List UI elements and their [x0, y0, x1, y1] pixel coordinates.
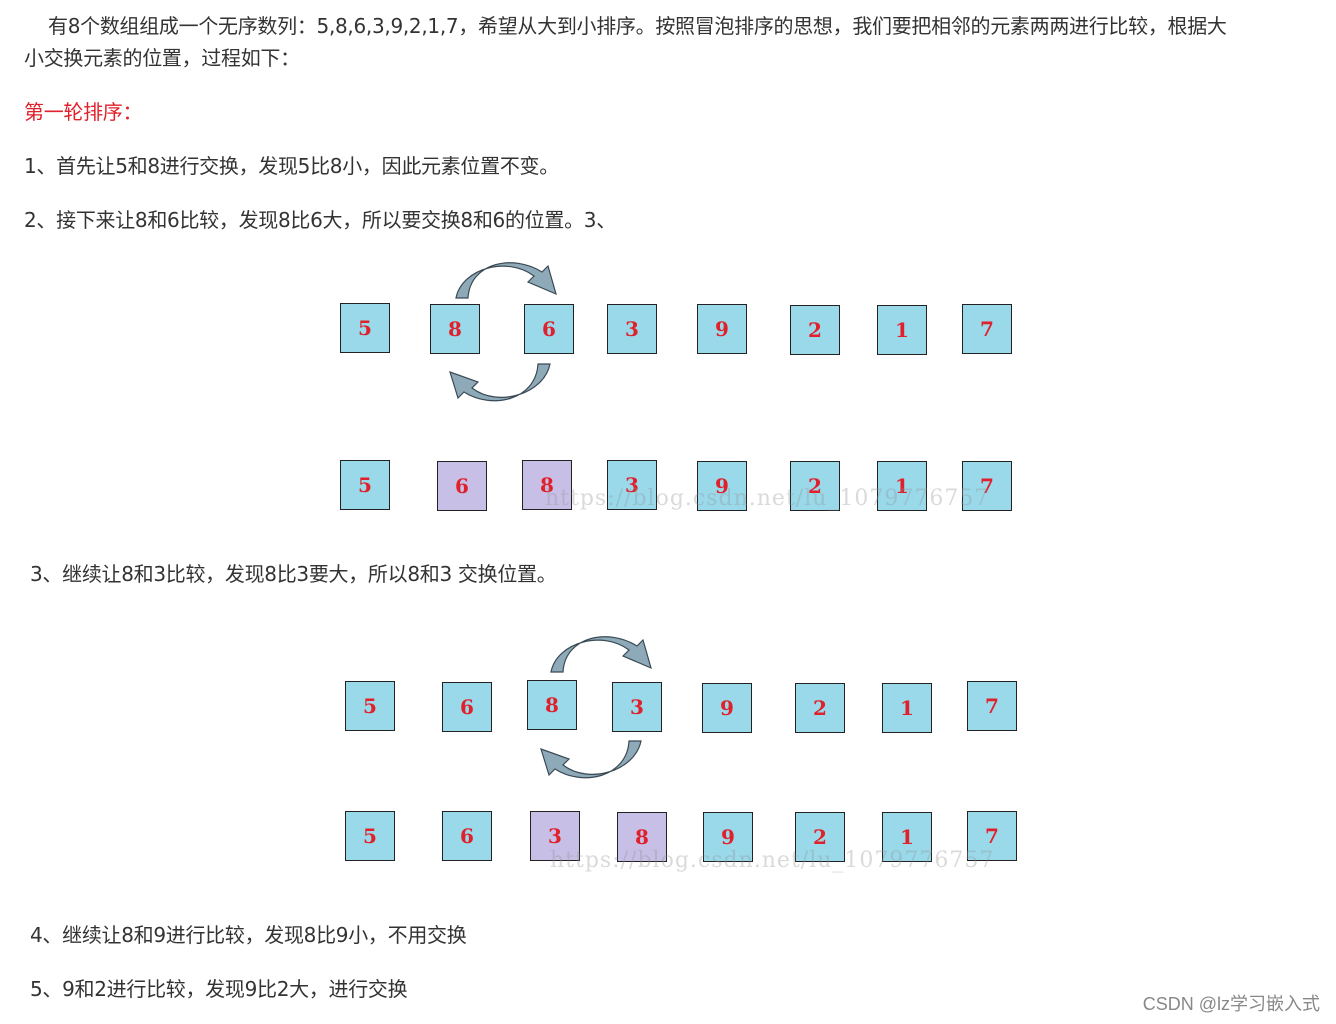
number-box: 3 [612, 682, 662, 732]
number-box: 1 [882, 812, 932, 862]
number-box: 9 [697, 461, 747, 511]
number-box: 2 [795, 683, 845, 733]
swap-arrow-bottom-icon [449, 363, 551, 402]
swap-arrow-bottom-icon [540, 740, 642, 779]
step-2: 2、接下来让8和6比较，发现8比6大，所以要交换8和6的位置。3、 [24, 208, 616, 232]
number-box: 1 [877, 305, 927, 355]
number-box: 2 [790, 305, 840, 355]
number-box: 2 [790, 461, 840, 511]
intro-line-2: 小交换元素的位置，过程如下： [24, 46, 300, 70]
number-box: 5 [340, 460, 390, 510]
number-box: 9 [702, 683, 752, 733]
number-box: 3 [607, 304, 657, 354]
number-box: 7 [967, 681, 1017, 731]
number-box: 1 [882, 683, 932, 733]
swapped-number-box: 8 [617, 812, 667, 862]
swapped-number-box: 3 [530, 811, 580, 861]
number-box: 2 [795, 812, 845, 862]
number-box: 6 [442, 682, 492, 732]
swapped-number-box: 6 [437, 461, 487, 511]
step-5: 5、9和2进行比较，发现9比2大，进行交换 [30, 977, 408, 1001]
number-box: 5 [345, 811, 395, 861]
figure-2: 5 6 8 3 9 2 1 7 5 6 3 8 9 2 1 7 https://… [345, 636, 1017, 873]
number-box: 1 [877, 461, 927, 511]
number-box: 5 [345, 681, 395, 731]
number-box: 7 [967, 811, 1017, 861]
number-box: 8 [527, 680, 577, 730]
step-1: 1、首先让5和8进行交换，发现5比8小，因此元素位置不变。 [24, 154, 559, 178]
section-heading: 第一轮排序： [24, 100, 143, 124]
swap-arrow-top-icon [550, 636, 652, 673]
number-box: 9 [697, 304, 747, 354]
number-box: 8 [430, 304, 480, 354]
step-4: 4、继续让8和9进行比较，发现8比9小，不用交换 [30, 923, 467, 947]
intro-line-1: 有8个数组组成一个无序数列：5,8,6,3,9,2,1,7，希望从大到小排序。按… [48, 14, 1227, 38]
number-box: 6 [442, 811, 492, 861]
number-box: 7 [962, 461, 1012, 511]
number-box: 9 [703, 812, 753, 862]
number-box: 7 [962, 304, 1012, 354]
csdn-author-credit: CSDN @lz学习嵌入式 [1142, 994, 1320, 1014]
number-box: 6 [524, 304, 574, 354]
swap-arrow-top-icon [455, 262, 557, 299]
number-box: 3 [607, 460, 657, 510]
swapped-number-box: 8 [522, 460, 572, 510]
step-3: 3、继续让8和3比较，发现8比3要大，所以8和3 交换位置。 [30, 562, 557, 586]
number-box: 5 [340, 303, 390, 353]
